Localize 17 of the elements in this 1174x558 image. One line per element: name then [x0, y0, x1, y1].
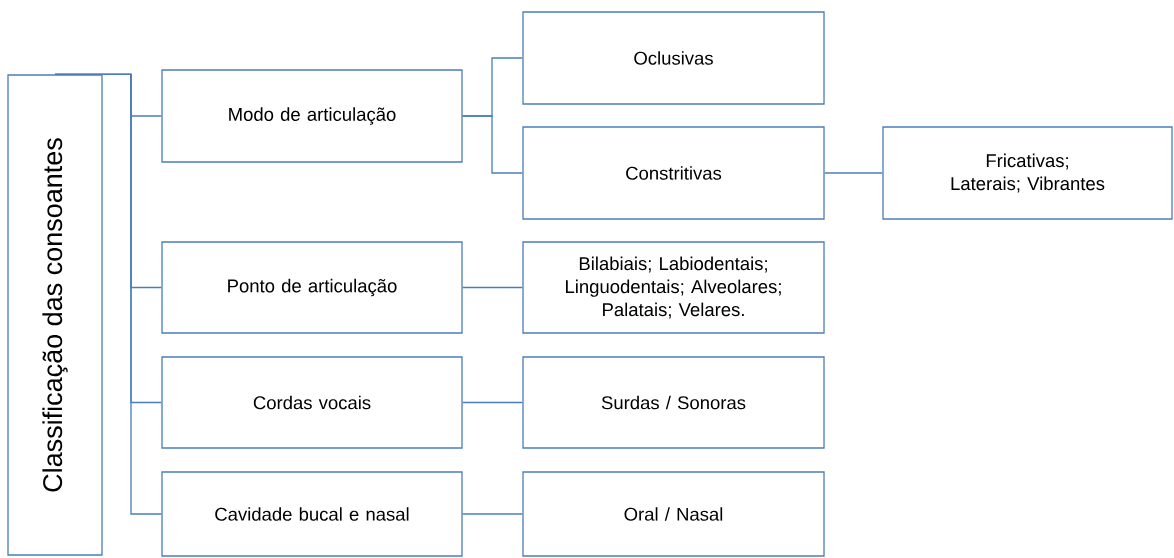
category-box: Surdas / Sonoras [522, 356, 825, 449]
connector [462, 513, 523, 515]
category-box: Bilabiais; Labiodentais; Linguodentais; Alveolares; Palatais; Velares. [522, 241, 825, 334]
category-box: Oral / Nasal [522, 471, 825, 557]
category-box: Oclusivas [522, 11, 825, 105]
category-box: Fricativas; Laterais; Vibrantes [882, 126, 1173, 220]
connector [824, 172, 883, 174]
category-box: Cordas vocais [161, 356, 463, 449]
category-box: Constritivas [522, 126, 825, 220]
category-box: Cavidade bucal e nasal [161, 471, 463, 557]
title-box: Classificação das consoantes [7, 74, 103, 556]
connector [462, 286, 523, 289]
connector [462, 115, 523, 174]
connector [462, 401, 523, 404]
category-box: Modo de articulação [161, 69, 463, 163]
connector [54, 73, 162, 515]
category-box: Ponto de articulação [161, 241, 463, 334]
